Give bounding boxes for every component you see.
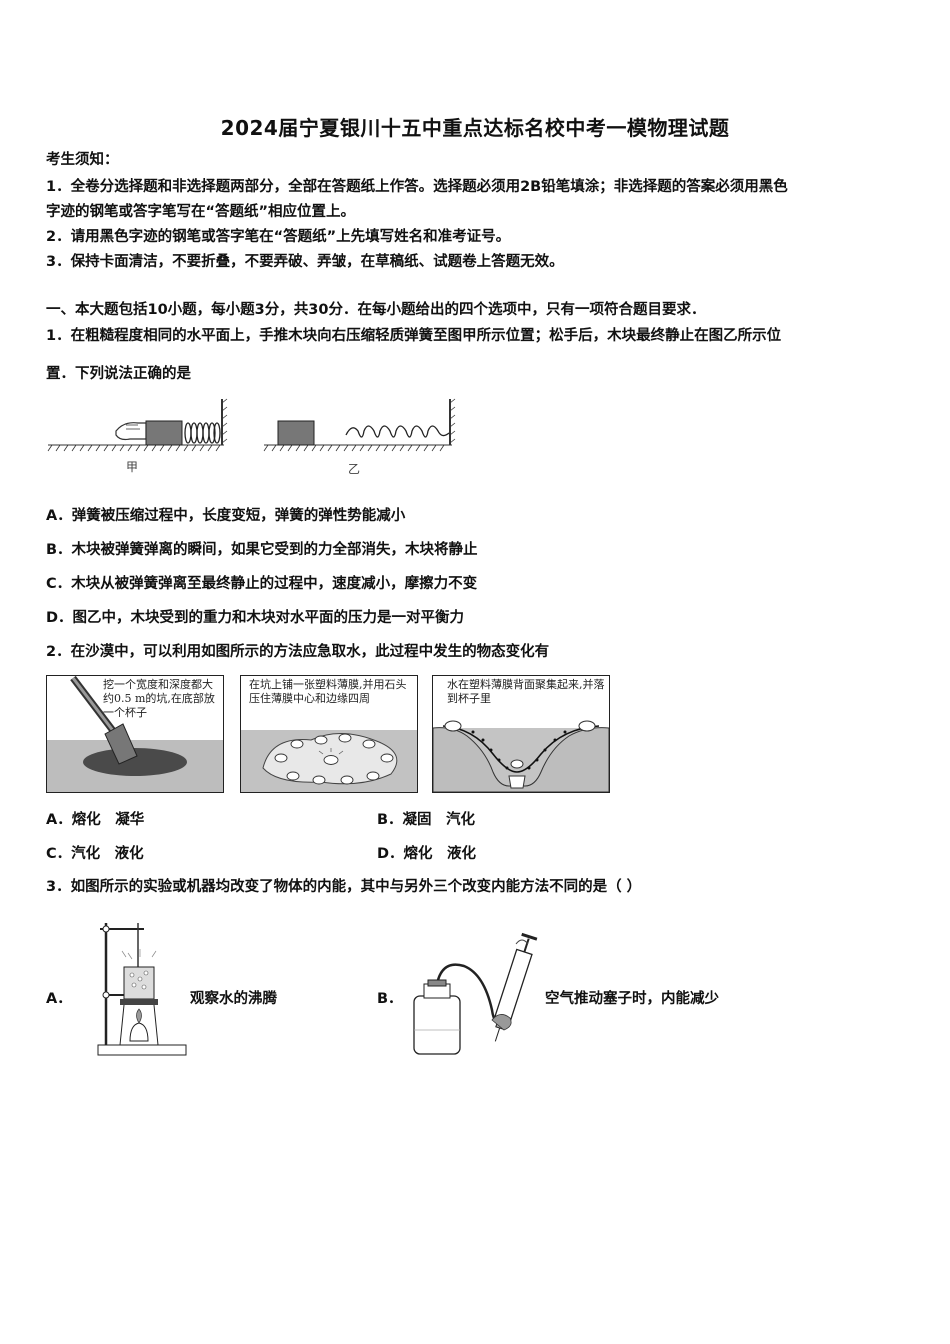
q2-panel-3-caption: 水在塑料薄膜背面聚集起来,并落到杯子里 (447, 678, 605, 705)
q1-option-b[interactable]: B．木块被弹簧弹离的瞬间，如果它受到的力全部消失，木块将静止 (46, 542, 478, 558)
q2-panel-1: 挖一个宽度和深度都大约0.5 m的坑,在底部放一个杯子 (46, 675, 224, 793)
q1-option-a[interactable]: A．弹簧被压缩过程中，长度变短，弹簧的弹性势能减小 (46, 508, 406, 524)
q1-stem-line1: 1．在粗糙程度相同的水平面上，手推木块向右压缩轻质弹簧至图甲所示位置；松手后，木… (46, 328, 782, 344)
notice-item-1-cont: 字迹的钢笔或答字笔写在“答题纸”相应位置上。 (46, 204, 356, 220)
q3-stem: 3．如图所示的实验或机器均改变了物体的内能，其中与另外三个改变内能方法不同的是（… (46, 879, 642, 895)
q2-option-b[interactable]: B．凝固 汽化 (377, 812, 476, 828)
q1-figure: 甲 乙 (47, 398, 456, 476)
notice-item-1: 1．全卷分选择题和非选择题两部分，全部在答题纸上作答。选择题必须用2B铅笔填涂；… (46, 179, 788, 195)
ground-a (47, 398, 228, 452)
q2-option-a[interactable]: A．熔化 凝华 (46, 812, 145, 828)
notice-item-3: 3．保持卡面清洁，不要折叠，不要弄破、弄皱，在草稿纸、试题卷上答题无效。 (46, 254, 564, 270)
q3-boiling-apparatus (97, 923, 187, 1056)
q1-option-c[interactable]: C．木块从被弹簧弹离至最终静止的过程中，速度减小，摩擦力不变 (46, 576, 478, 592)
q2-option-c[interactable]: C．汽化 液化 (46, 846, 144, 862)
q2-panel-2: 在坑上铺一张塑料薄膜,并用石头压住薄膜中心和边缘四周 (240, 675, 418, 793)
fig-label-a: 甲 (126, 460, 138, 474)
notice-item-2: 2．请用黑色字迹的钢笔或答字笔在“答题纸”上先填写姓名和准考证号。 (46, 229, 511, 245)
block-b (277, 420, 315, 446)
q3-option-b-text: 空气推动塞子时，内能减少 (545, 991, 719, 1007)
fig-label-b: 乙 (348, 462, 360, 476)
q3-option-a-text: 观察水的沸腾 (190, 991, 277, 1007)
spring-compressed (184, 422, 221, 444)
q3-option-b-letter[interactable]: B． (377, 991, 403, 1007)
q2-panel-1-caption: 挖一个宽度和深度都大约0.5 m的坑,在底部放一个杯子 (103, 678, 215, 719)
q1-stem-line2: 置．下列说法正确的是 (46, 366, 191, 382)
spring-relaxed (345, 425, 450, 438)
q3-option-a-letter[interactable]: A． (46, 991, 72, 1007)
q2-stem: 2．在沙漠中，可以利用如图所示的方法应急取水，此过程中发生的物态变化有 (46, 644, 550, 660)
q2-panel-2-caption: 在坑上铺一张塑料薄膜,并用石头压住薄膜中心和边缘四周 (249, 678, 407, 705)
notice-heading: 考生须知： (46, 152, 119, 168)
section-heading: 一、本大题包括10小题，每小题3分，共30分．在每小题给出的四个选项中，只有一项… (46, 302, 706, 318)
q2-option-d[interactable]: D．熔化 液化 (377, 846, 477, 862)
page-title: 2024届宁夏银川十五中重点达标名校中考一模物理试题 (220, 116, 730, 140)
q3-bottle-pump-apparatus (413, 932, 538, 1055)
q1-option-d[interactable]: D．图乙中，木块受到的重力和木块对水平面的压力是一对平衡力 (46, 610, 465, 626)
q2-panel-3: 水在塑料薄膜背面聚集起来,并落到杯子里 (432, 675, 610, 793)
block-a (145, 420, 183, 446)
